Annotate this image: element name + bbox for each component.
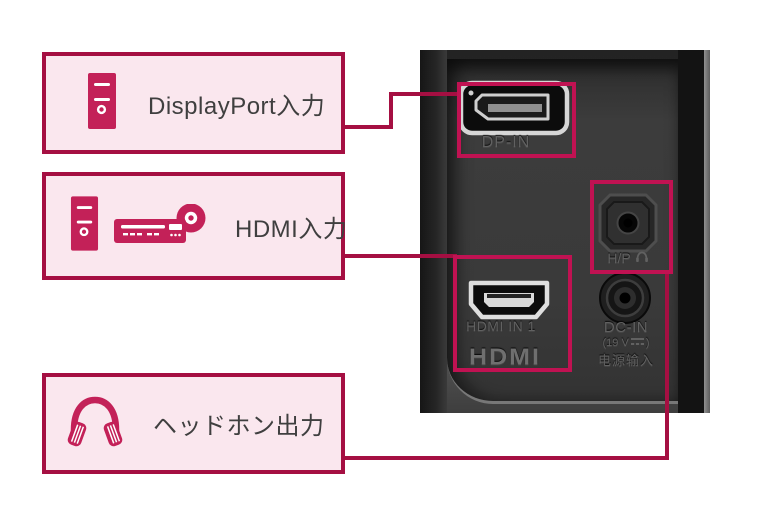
headphone-jack [596, 191, 660, 260]
dc-symbol-icon [630, 337, 644, 349]
monitor-rear-panel-photo: DP-IN HDMI IN 1 HDMI H/P [420, 50, 710, 413]
dc-cn-label: 电源输入 [597, 353, 654, 368]
displayport-connector [458, 80, 570, 145]
hp-label-row: H/P [592, 250, 664, 266]
hp-label: H/P [607, 250, 631, 266]
dc-voltage-open: (19 V [602, 337, 629, 349]
dc-in-label: DC-IN [603, 319, 649, 336]
hdmi-connector [466, 279, 552, 326]
media-player-disc-icon [114, 203, 208, 249]
dc-in-connector [598, 271, 652, 330]
highlight-rect-headphone [590, 180, 673, 274]
callout-displayport: DisplayPort入力 [42, 52, 345, 154]
callout-headphone-label: ヘッドホン出力 [153, 413, 325, 440]
callout-displayport-label: DisplayPort入力 [148, 92, 326, 120]
dp-in-label: DP-IN [481, 134, 531, 151]
line-hdmi [345, 254, 457, 258]
hdmi-logo: HDMI [469, 344, 541, 370]
dc-voltage-close: ) [645, 337, 650, 349]
pc-tower-icon [70, 195, 99, 257]
panel-right-highlight [704, 50, 710, 413]
headphones-icon [67, 394, 123, 453]
line-displayport-h2 [389, 92, 457, 96]
highlight-rect-hdmi [453, 255, 572, 372]
headphone-glyph-icon [635, 250, 649, 266]
pc-tower-icon [87, 72, 117, 135]
line-headphone-h [345, 456, 669, 460]
line-headphone-v [665, 272, 669, 460]
callout-hdmi: HDMI入力 [42, 172, 348, 280]
panel-left-edge [420, 50, 447, 413]
callout-hdmi-label: HDMI入力 [235, 215, 348, 243]
highlight-rect-displayport [457, 82, 576, 158]
line-displayport-v [389, 92, 393, 129]
hdmi-source-icons [70, 195, 208, 257]
line-displayport-h1 [345, 125, 393, 129]
hdmi-in-1-label: HDMI IN 1 [466, 318, 536, 334]
panel-right-edge [678, 50, 704, 413]
dc-voltage-label: (19 V ) [582, 337, 670, 349]
callout-headphone: ヘッドホン出力 [42, 373, 345, 474]
